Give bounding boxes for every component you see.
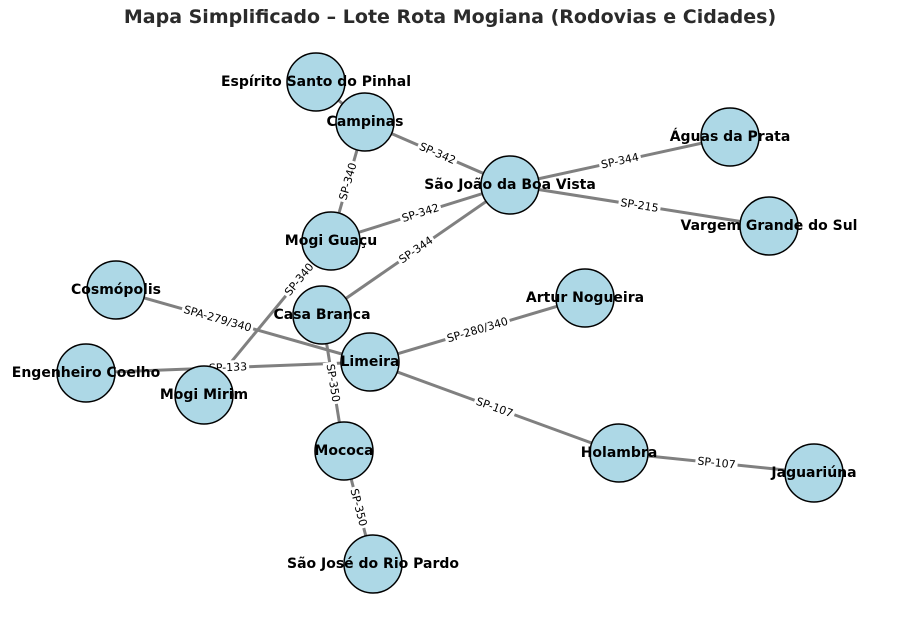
city-label: Artur Nogueira bbox=[526, 290, 644, 306]
edge-label-bg bbox=[597, 149, 643, 173]
city-label: Engenheiro Coelho bbox=[12, 365, 161, 381]
edge-label-text: SP-107 bbox=[474, 395, 514, 420]
edge-label-text: SP-340 bbox=[336, 161, 359, 201]
city-label: Espírito Santo do Pinhal bbox=[221, 74, 411, 90]
city-node[interactable] bbox=[340, 332, 400, 392]
city-node[interactable] bbox=[301, 211, 361, 271]
city-node[interactable] bbox=[589, 423, 649, 483]
edge-label-bg bbox=[335, 159, 361, 204]
edge-label: SP-350 bbox=[346, 485, 371, 530]
diagram-title: Mapa Simplificado – Lote Rota Mogiana (R… bbox=[123, 6, 777, 28]
edge-label: SP-107 bbox=[472, 393, 517, 422]
edge-label-bg bbox=[398, 199, 443, 227]
city-label: Mogi Guaçu bbox=[285, 233, 377, 249]
edge-label-text: SP-350 bbox=[347, 487, 369, 527]
edge-label-bg bbox=[180, 301, 256, 336]
edge-label-bg bbox=[322, 360, 344, 406]
city-label: Mococa bbox=[314, 443, 373, 459]
city-label: Cosmópolis bbox=[71, 282, 161, 298]
edge-label-bg bbox=[617, 195, 662, 216]
edge-label: SP-350 bbox=[322, 360, 344, 406]
edge-label-text: SP-344 bbox=[397, 234, 436, 267]
city-node[interactable] bbox=[700, 107, 760, 167]
edge-label-text: SP-107 bbox=[697, 455, 736, 472]
edge-label-bg bbox=[472, 393, 517, 422]
city-label: Mogi Mirim bbox=[160, 387, 248, 403]
edge-label-text: SP-350 bbox=[324, 363, 343, 403]
city-node[interactable] bbox=[555, 268, 615, 328]
edge-label-text: SP-280/340 bbox=[445, 315, 509, 345]
city-node[interactable] bbox=[314, 421, 374, 481]
edge-label-text: SP-342 bbox=[417, 140, 457, 167]
edge-label-text: SP-215 bbox=[620, 196, 660, 215]
edge-label: SP-344 bbox=[394, 232, 438, 268]
nodes-layer bbox=[56, 52, 844, 594]
city-node[interactable] bbox=[343, 534, 403, 594]
edge-label-bg bbox=[415, 138, 460, 169]
edge-label: SP-107 bbox=[694, 453, 739, 473]
city-label: Águas da Prata bbox=[670, 128, 791, 145]
city-label: Holambra bbox=[581, 445, 658, 461]
city-node[interactable] bbox=[335, 92, 395, 152]
city-label: Limeira bbox=[341, 354, 400, 370]
city-node[interactable] bbox=[784, 443, 844, 503]
edge-label: SP-342 bbox=[415, 138, 460, 169]
edge-label: SP-342 bbox=[398, 199, 443, 227]
edge-label-bg bbox=[694, 453, 739, 473]
edge-label: SP-215 bbox=[617, 195, 662, 216]
edge-label-bg bbox=[280, 258, 319, 301]
edge-label: SPA-279/340 bbox=[180, 301, 256, 336]
city-label: São João da Boa Vista bbox=[424, 177, 596, 193]
edge-label: SP-340 bbox=[335, 159, 361, 204]
edge-label: SP-344 bbox=[597, 149, 643, 173]
city-label: Campinas bbox=[327, 114, 404, 130]
city-node[interactable] bbox=[292, 285, 352, 345]
city-node[interactable] bbox=[480, 155, 540, 215]
edge-label: SP-280/340 bbox=[443, 313, 512, 347]
edge-label-bg bbox=[394, 232, 438, 268]
edge-label-text: SP-342 bbox=[400, 201, 440, 225]
city-node[interactable] bbox=[86, 260, 146, 320]
edge-label-bg bbox=[346, 485, 371, 530]
city-node[interactable] bbox=[174, 365, 234, 425]
city-node[interactable] bbox=[56, 343, 116, 403]
city-node[interactable] bbox=[739, 196, 799, 256]
city-label: Casa Branca bbox=[273, 307, 370, 323]
edge-label-bg bbox=[443, 313, 512, 347]
city-label: São José do Rio Pardo bbox=[287, 556, 459, 572]
city-label: Jaguariúna bbox=[770, 465, 856, 481]
edge-label-text: SP-344 bbox=[600, 151, 640, 172]
city-label: Vargem Grande do Sul bbox=[681, 218, 858, 234]
edge-labels-layer: SP-342SP-340SP-344SP-215SP-342SP-344SP-3… bbox=[180, 138, 739, 530]
city-node[interactable] bbox=[286, 52, 346, 112]
